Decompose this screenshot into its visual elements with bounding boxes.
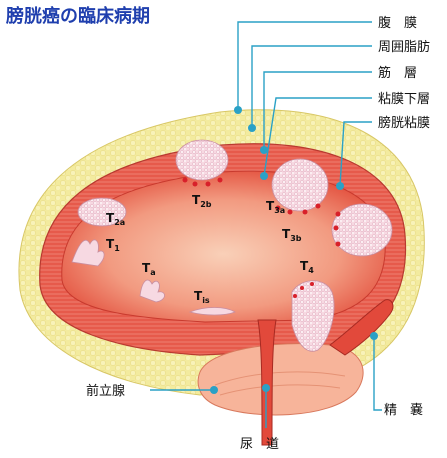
- leader-muscle: [260, 71, 372, 154]
- label-urethra: 尿 道: [240, 437, 279, 452]
- stage-t1-label: T1: [106, 237, 120, 253]
- label-peritoneum: 腹 膜: [378, 15, 417, 31]
- leader-seminal-vesicle: [370, 332, 382, 411]
- label-prostate: 前立腺: [86, 383, 125, 399]
- diagram-title: 膀胱癌の臨床病期: [5, 5, 150, 27]
- stage-tis-label: Tis: [194, 289, 210, 305]
- tumor-tis: [188, 307, 236, 316]
- stage-ta-label: Ta: [142, 261, 156, 277]
- prostate: [197, 343, 364, 416]
- label-perivesical-fat: 周囲脂肪: [378, 39, 430, 55]
- tumor-t1: [71, 239, 105, 267]
- tumor-red-dots: [182, 177, 341, 298]
- tumor-t4: [291, 280, 335, 352]
- stage-t2a-label: T2a: [106, 211, 125, 227]
- leader-peritoneum: [234, 21, 372, 114]
- leader-perivesical-fat: [248, 45, 372, 132]
- label-submucosa: 粘膜下層: [378, 92, 430, 107]
- tumor-t3b: [331, 203, 393, 257]
- leader-prostate: [150, 386, 218, 394]
- tumor-t2b: [175, 139, 229, 181]
- stage-t3a-label: T3a: [266, 199, 285, 215]
- stage-t4-label: T4: [300, 259, 314, 275]
- tumor-t3a: [271, 158, 329, 212]
- leader-urethra: [262, 384, 270, 428]
- leader-submucosa: [260, 97, 372, 180]
- label-mucosa: 膀胱粘膜: [378, 115, 430, 131]
- seminal-vesicle: [329, 299, 394, 356]
- stage-t2b-label: T2b: [192, 193, 212, 209]
- urethra: [257, 319, 277, 446]
- tumor-ta: [139, 279, 165, 303]
- leader-mucosa: [336, 121, 372, 190]
- label-muscle: 筋 層: [378, 65, 417, 81]
- tumor-t2a: [77, 197, 127, 227]
- stage-t3b-label: T3b: [282, 227, 302, 243]
- label-seminal-vesicle: 精 嚢: [384, 402, 423, 418]
